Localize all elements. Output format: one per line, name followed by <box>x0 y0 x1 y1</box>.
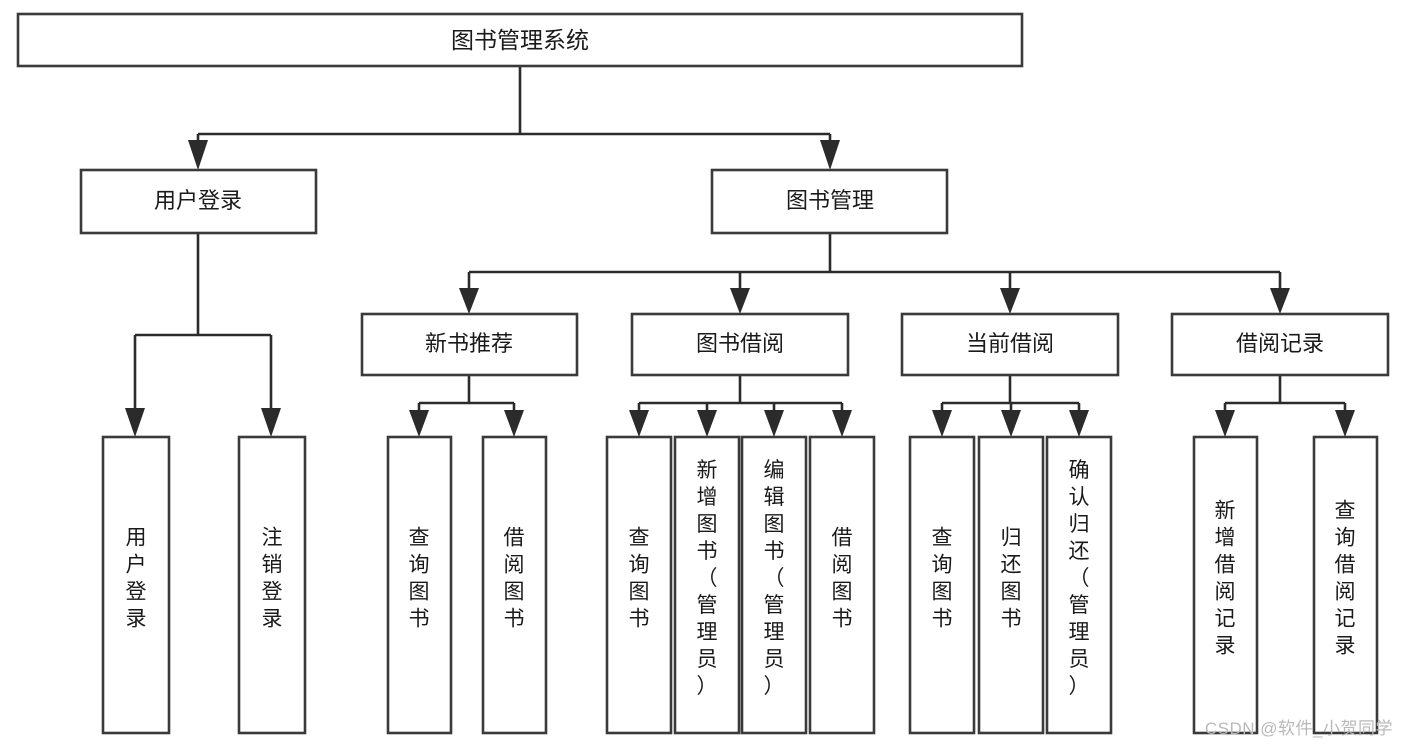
arrow-newbook-leaf-1 <box>409 410 429 437</box>
arrow-borrow-leaf-1 <box>629 410 649 437</box>
leaf-query-book-current[interactable]: 查询图书 <box>908 435 976 735</box>
leaf-user-login-label: 用户登录 <box>126 527 147 631</box>
leaf-query-borrow-record-label: 查询借阅记录 <box>1335 500 1356 658</box>
arrow-to-leaf-logout <box>261 408 281 437</box>
leaf-query-book-newbook-box <box>386 435 453 735</box>
arrow-current-leaf-3 <box>1069 410 1089 437</box>
arrow-borrow-leaf-3 <box>764 410 784 437</box>
arrow-newbook-leaf-2 <box>504 410 524 437</box>
leaf-add-book-admin[interactable]: 新增图书（管理员） <box>673 435 741 735</box>
node-book-borrow-box <box>630 312 850 377</box>
arrow-borrow-leaf-2 <box>697 410 717 437</box>
leaf-query-book-newbook[interactable]: 查询图书 <box>386 435 453 735</box>
leaf-add-borrow-record-label: 新增借阅记录 <box>1215 500 1236 658</box>
arrow-current-leaf-2 <box>1001 410 1021 437</box>
leaf-query-book-current-label: 查询图书 <box>932 527 953 631</box>
leaf-borrow-book-newbook[interactable]: 借阅图书 <box>481 435 548 735</box>
leaf-query-book-borrow[interactable]: 查询图书 <box>605 435 673 735</box>
node-book-management[interactable]: 图书管理 <box>710 168 949 235</box>
leaf-logout[interactable]: 注销登录 <box>237 435 307 735</box>
node-current-borrow-label: 当前借阅 <box>966 331 1054 356</box>
node-new-book-recommend[interactable]: 新书推荐 <box>360 312 579 377</box>
node-borrow-record[interactable]: 借阅记录 <box>1170 312 1390 377</box>
leaf-nodes-group: 用户登录 注销登录 查询图书 借阅图书 查询图书 新增图书 <box>101 435 1379 735</box>
leaf-borrow-book[interactable]: 借阅图书 <box>808 435 876 735</box>
node-new-book-recommend-label: 新书推荐 <box>425 331 513 356</box>
node-book-borrow-label: 图书借阅 <box>696 331 784 356</box>
leaf-add-borrow-record[interactable]: 新增借阅记录 <box>1192 435 1259 735</box>
arrow-to-book-borrow <box>730 288 750 314</box>
arrow-borrow-leaf-4 <box>832 410 852 437</box>
node-user-login-label: 用户登录 <box>154 188 242 213</box>
watermark-text: CSDN @软件_小贺同学 <box>1204 719 1393 738</box>
leaf-add-book-admin-label: 新增图书（管理员） <box>697 459 718 698</box>
leaf-add-borrow-record-box <box>1192 435 1259 735</box>
leaf-edit-book-admin-label: 编辑图书（管理员） <box>764 459 785 698</box>
leaf-query-borrow-record-box <box>1312 435 1379 735</box>
leaf-borrow-book-label: 借阅图书 <box>832 527 853 631</box>
arrowheads-group <box>125 140 1355 437</box>
connectors-group <box>133 66 1347 410</box>
node-user-login[interactable]: 用户登录 <box>79 168 318 235</box>
leaf-edit-book-admin[interactable]: 编辑图书（管理员） <box>740 435 808 735</box>
leaf-query-book-borrow-box <box>605 435 673 735</box>
leaf-borrow-book-newbook-box <box>481 435 548 735</box>
leaf-user-login-box <box>101 435 171 735</box>
node-borrow-record-box <box>1170 312 1390 377</box>
leaf-confirm-return-admin[interactable]: 确认归还（管理员） <box>1045 435 1113 735</box>
node-book-management-label: 图书管理 <box>786 188 874 213</box>
node-user-login-box <box>79 168 318 235</box>
leaf-logout-label: 注销登录 <box>262 527 283 631</box>
leaf-query-book-newbook-label: 查询图书 <box>409 527 430 631</box>
leaf-return-book[interactable]: 归还图书 <box>977 435 1045 735</box>
node-new-book-recommend-box <box>360 312 579 377</box>
arrow-to-leaf-user-login <box>125 408 145 437</box>
leaf-confirm-return-admin-label: 确认归还（管理员） <box>1069 459 1090 698</box>
arrow-to-user-login <box>188 140 208 170</box>
node-book-management-box <box>710 168 949 235</box>
node-book-borrow[interactable]: 图书借阅 <box>630 312 850 377</box>
leaf-confirm-return-admin-box <box>1045 435 1113 735</box>
node-root-system[interactable]: 图书管理系统 <box>16 12 1024 68</box>
leaf-return-book-label: 归还图书 <box>1001 527 1022 631</box>
arrow-to-new-book <box>459 288 479 314</box>
arrow-to-current-borrow <box>1000 288 1020 314</box>
arrow-record-leaf-1 <box>1215 410 1235 437</box>
node-current-borrow-box <box>900 312 1120 377</box>
node-borrow-record-label: 借阅记录 <box>1236 331 1324 356</box>
arrow-to-borrow-record <box>1270 288 1290 314</box>
node-root-box <box>16 12 1024 68</box>
leaf-logout-box <box>237 435 307 735</box>
leaf-query-book-borrow-label: 查询图书 <box>629 527 650 631</box>
node-root-label: 图书管理系统 <box>451 27 589 53</box>
arrow-record-leaf-2 <box>1335 410 1355 437</box>
arrow-to-book-mgmt <box>820 140 840 170</box>
leaf-user-login[interactable]: 用户登录 <box>101 435 171 735</box>
leaf-borrow-book-newbook-label: 借阅图书 <box>504 527 525 631</box>
leaf-add-book-admin-box <box>673 435 741 735</box>
node-current-borrow[interactable]: 当前借阅 <box>900 312 1120 377</box>
leaf-query-book-current-box <box>908 435 976 735</box>
leaf-query-borrow-record[interactable]: 查询借阅记录 <box>1312 435 1379 735</box>
leaf-edit-book-admin-box <box>740 435 808 735</box>
leaf-return-book-box <box>977 435 1045 735</box>
leaf-borrow-book-box <box>808 435 876 735</box>
arrow-current-leaf-1 <box>932 410 952 437</box>
